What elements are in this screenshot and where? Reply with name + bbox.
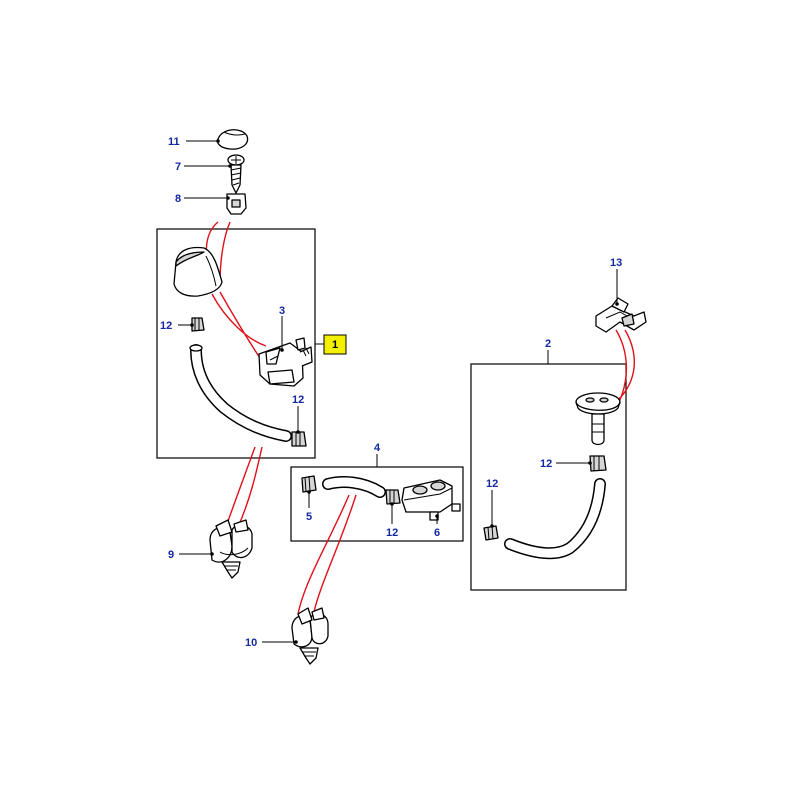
hose-clamp-part-a (191, 317, 205, 332)
callout-12-e: 12 (486, 478, 498, 490)
hose-part-4 (322, 476, 386, 498)
callout-3: 3 (279, 305, 285, 317)
hose-part-1 (189, 344, 292, 442)
callout-8: 8 (175, 193, 181, 205)
hose-clip-part-9 (209, 519, 253, 579)
callout-9: 9 (168, 549, 174, 561)
callout-12-b: 12 (292, 394, 304, 406)
jet-body-part (258, 337, 313, 387)
connector-lines (205, 221, 636, 615)
callout-6: 6 (434, 527, 440, 539)
hose-part-2 (504, 478, 606, 560)
callout-7: 7 (175, 161, 181, 173)
clamp-part-5 (301, 475, 317, 493)
clip-nut-part (226, 193, 247, 215)
clamp-part-12e (483, 525, 499, 541)
callout-12-d: 12 (540, 458, 552, 470)
cap-part (216, 129, 249, 150)
leader-lines (178, 139, 619, 644)
bracket-clip-part-13 (595, 297, 647, 333)
callout-1: 1 (332, 339, 338, 351)
callout-11: 11 (168, 136, 180, 148)
hose-clamp-part-b (291, 431, 307, 447)
screw-part (227, 154, 245, 194)
callout-1-highlight (323, 334, 347, 355)
hose-clip-part-10 (291, 607, 329, 665)
jet-cover-part (173, 246, 223, 297)
clamp-part-12d (589, 455, 607, 472)
check-valve-part-6 (401, 479, 461, 521)
washer-nozzle-part-2 (575, 392, 621, 446)
callout-13: 13 (610, 257, 622, 269)
callout-12-c: 12 (386, 527, 398, 539)
clamp-part-12c (385, 489, 401, 505)
callouts: 11 7 8 3 1 12 12 9 4 5 12 6 10 13 2 12 1… (160, 136, 622, 649)
callout-12-a: 12 (160, 320, 172, 332)
callout-2: 2 (545, 338, 551, 350)
callout-4: 4 (374, 442, 381, 454)
callout-5: 5 (306, 511, 312, 523)
callout-10: 10 (245, 637, 257, 649)
